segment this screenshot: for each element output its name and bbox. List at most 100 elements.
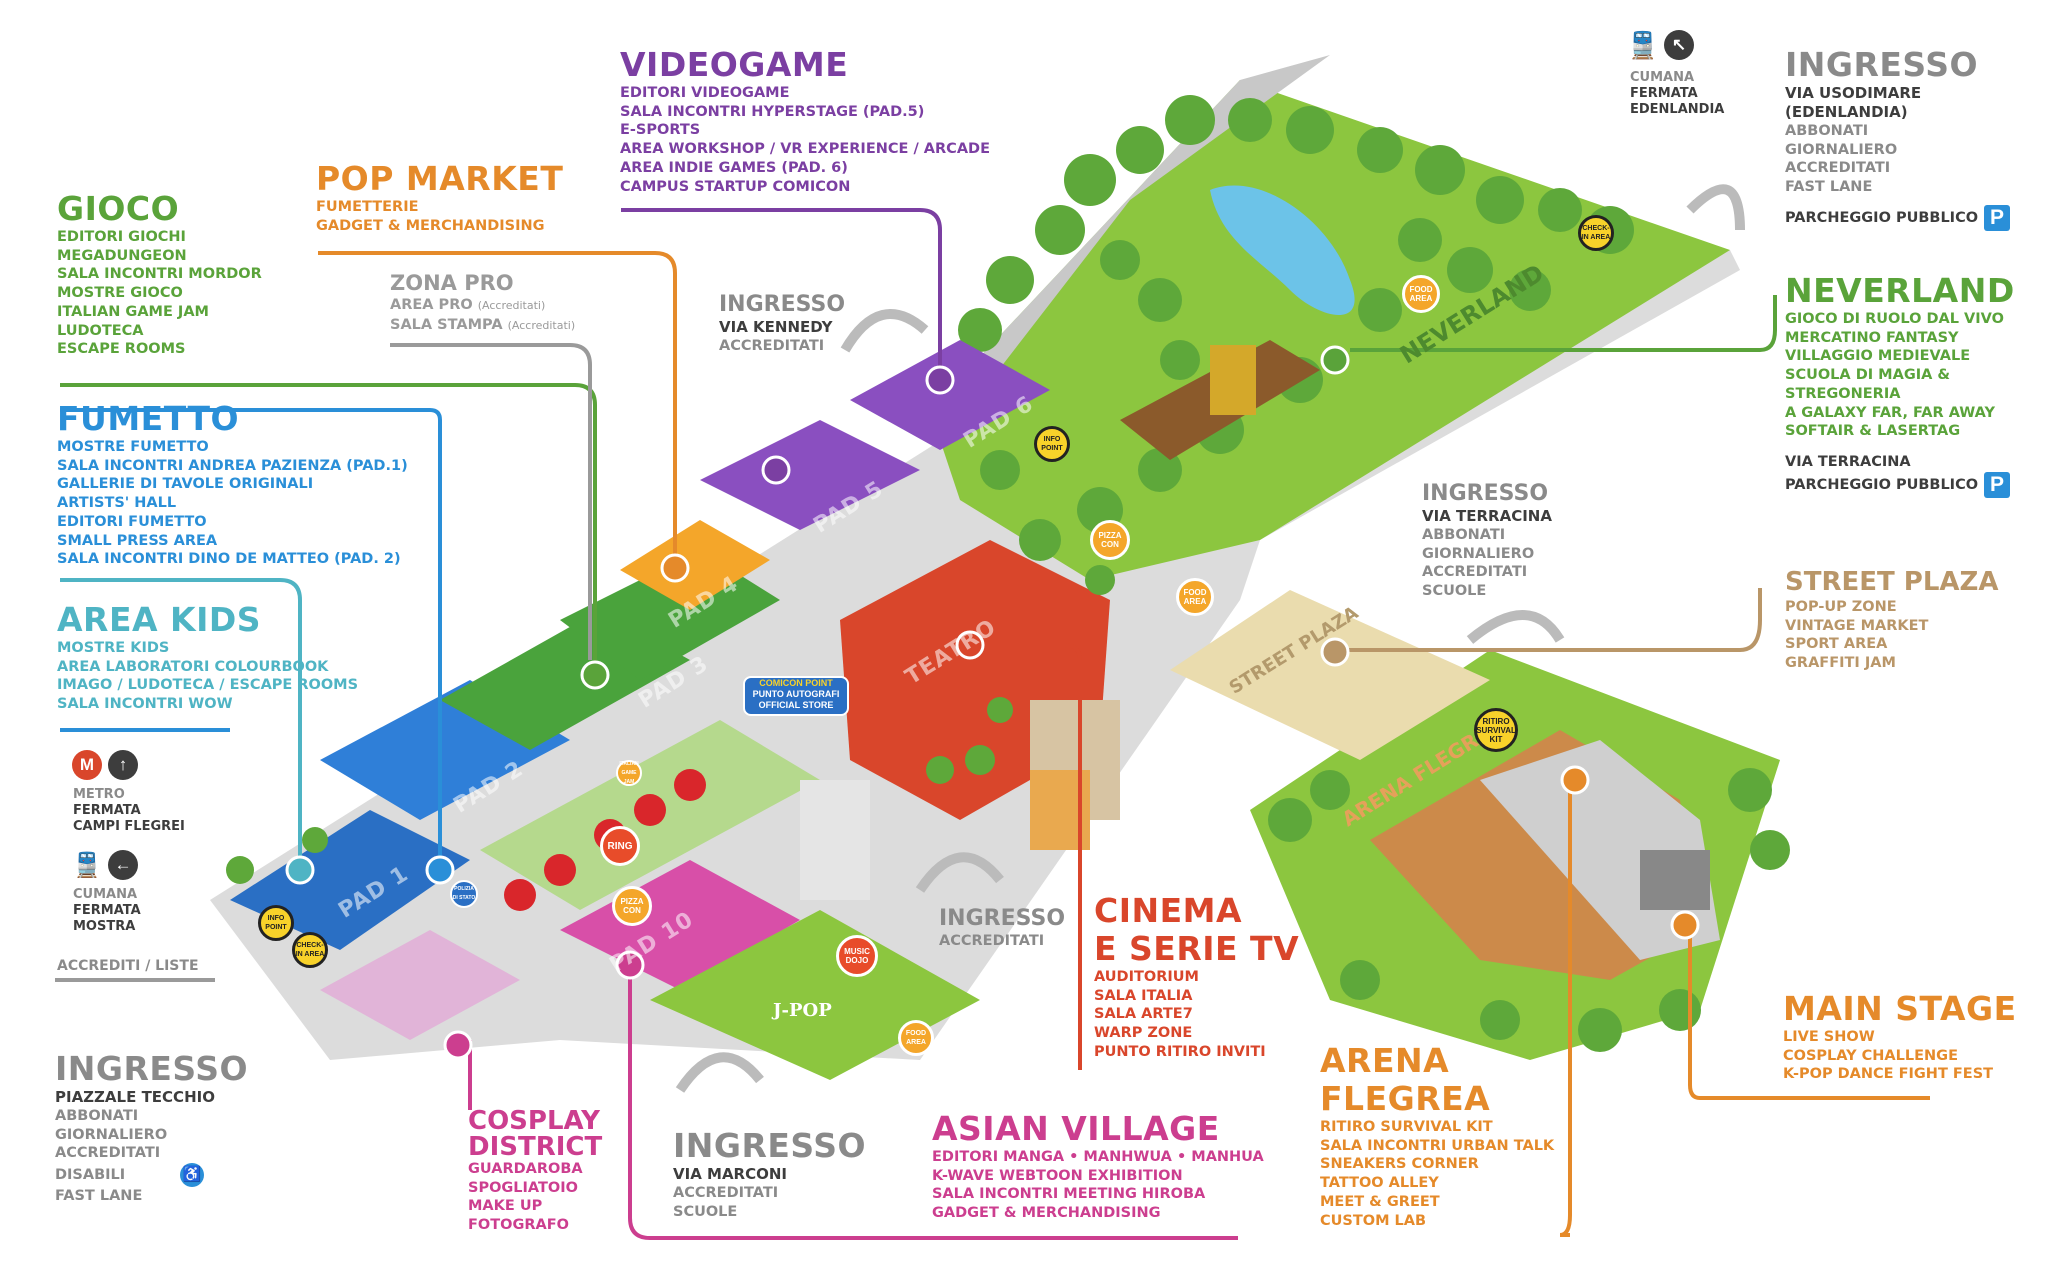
cumana-label: CUMANA: [1630, 70, 1695, 85]
list-item: ARTISTS' HALL: [57, 495, 177, 512]
list-item: MOSTRE FUMETTO: [57, 439, 209, 455]
list-item: GADGET & MERCHANDISING: [316, 217, 545, 234]
metro-block: METRO FERMATA CAMPI FLEGREI: [73, 787, 185, 835]
info-point-marker-1[interactable]: INFO POINT: [258, 905, 294, 941]
arrow-left-icon: ←: [108, 850, 138, 880]
street-trees: [226, 565, 1115, 884]
list-item: GADGET & MERCHANDISING: [932, 1205, 1161, 1222]
list-item: FAST LANE: [55, 1188, 143, 1205]
info-point-marker-2[interactable]: INFO POINT: [1034, 426, 1070, 462]
ingresso-usodimare-title: INGRESSO: [1785, 45, 1979, 84]
area-kids-block: AREA KIDS MOSTRE KIDS AREA LABORATORI CO…: [57, 601, 358, 714]
pad4-roof: [620, 520, 770, 610]
cumana-stop-name: EDENLANDIA: [1630, 102, 1725, 117]
check-in-marker-1[interactable]: CHECK-IN AREA: [292, 932, 328, 968]
list-item: SALA INCONTRI MORDOR: [57, 266, 262, 283]
pop-market-title: POP MARKET: [316, 159, 564, 198]
list-item: SALA INCONTRI HYPERSTAGE (PAD.5): [620, 103, 925, 120]
list-item: FAST LANE: [1785, 179, 1873, 196]
list-item: LUDOTECA: [57, 322, 144, 339]
list-item: VINTAGE MARKET: [1785, 617, 1929, 634]
ring-marker[interactable]: RING: [600, 826, 640, 866]
check-in-marker-2[interactable]: CHECK-IN AREA: [1578, 215, 1614, 251]
train-icon: 🚆: [72, 850, 102, 880]
list-item: GIORNALIERO: [1422, 545, 1535, 562]
area-kids-title: AREA KIDS: [57, 600, 262, 639]
terracina-parking-street: VIA TERRACINA: [1785, 454, 1911, 470]
videogame-title: VIDEOGAME: [620, 45, 849, 84]
food-area-marker-3[interactable]: FOOD AREA: [898, 1020, 934, 1056]
list-item: SCUOLA DI MAGIA & STREGONERIA: [1785, 367, 1951, 402]
train-icon: 🚆: [1626, 29, 1660, 60]
cumana-edenlandia-block: CUMANA FERMATA EDENLANDIA: [1630, 70, 1724, 118]
street-plaza-block: STREET PLAZA POP-UP ZONE VINTAGE MARKET …: [1785, 566, 1999, 673]
main-stage-block: MAIN STAGE LIVE SHOW COSPLAY CHALLENGE K…: [1783, 990, 2017, 1084]
ingresso-marconi-title: INGRESSO: [673, 1126, 867, 1165]
cumana-stop-name: MOSTRA: [73, 919, 136, 934]
music-dojo-marker[interactable]: MUSIC DOJO: [836, 935, 878, 977]
list-item: K-POP DANCE FIGHT FEST: [1783, 1066, 1994, 1083]
ingresso-usodimare-street: VIA USODIMARE (EDENLANDIA): [1785, 84, 1922, 121]
park-edge: [930, 55, 1330, 420]
list-item: SCUOLE: [673, 1203, 738, 1220]
entrance-arches: [675, 184, 1745, 1093]
neverland-block: NEVERLAND GIOCO DI RUOLO DAL VIVO MERCAT…: [1785, 272, 2048, 441]
wheelchair-icon: ♿: [180, 1163, 205, 1188]
parking-icon: P: [1984, 204, 2011, 231]
ingresso-accreditati-block: INGRESSO ACCREDITATI: [939, 906, 1065, 951]
polizia-marker[interactable]: POLIZIA DI STATO: [450, 880, 478, 908]
pop-market-block: POP MARKET FUMETTERIE GADGET & MERCHANDI…: [316, 160, 563, 235]
cosplay-title-1: COSPLAY: [468, 1106, 600, 1136]
fumetto-block: FUMETTO MOSTRE FUMETTO SALA INCONTRI AND…: [57, 400, 408, 569]
zona-pro-title: ZONA PRO: [390, 271, 514, 295]
food-area-marker-2[interactable]: FOOD AREA: [1176, 578, 1214, 616]
arena-title-2: FLEGREA: [1320, 1079, 1491, 1118]
list-item: FUMETTERIE: [316, 199, 419, 215]
list-item: SALA ITALIA: [1094, 987, 1193, 1004]
list-item: COSPLAY CHALLENGE: [1783, 1047, 1958, 1064]
list-item: SPORT AREA: [1785, 636, 1888, 653]
main-stage-title: MAIN STAGE: [1783, 989, 2017, 1028]
jpop-logo: J-POP: [773, 1000, 832, 1021]
list-item: A GALAXY FAR, FAR AWAY: [1785, 404, 1995, 421]
list-item: SALA STAMPA (Accreditati): [390, 316, 576, 333]
cosplay-district-block: COSPLAY DISTRICT GUARDAROBA SPOGLIATOIO …: [468, 1108, 602, 1235]
asian-village-title: ASIAN VILLAGE: [932, 1109, 1220, 1148]
metro-label: METRO: [73, 787, 125, 802]
food-area-marker-1[interactable]: FOOD AREA: [1402, 275, 1440, 313]
cumana-stop-label: FERMATA: [73, 903, 141, 918]
ingresso-marconi-block: INGRESSO VIA MARCONI ACCREDITATI SCUOLE: [673, 1127, 866, 1221]
parking-icon: P: [1984, 472, 2011, 498]
list-item: SALA INCONTRI ANDREA PAZIENZA (PAD.1): [57, 457, 408, 474]
accrediti-liste-label: ACCREDITI / LISTE: [57, 958, 199, 974]
list-item: EDITORI MANGA • MANHWUA • MANHUA: [932, 1149, 1264, 1165]
metro-icon: M: [72, 750, 102, 780]
survival-kit-marker[interactable]: RITIRO SURVIVAL KIT: [1474, 708, 1518, 752]
list-item: SOFTAIR & LASERTAG: [1785, 423, 1961, 440]
tower-building: [800, 780, 870, 900]
cosplay-ground: [320, 930, 520, 1040]
list-item: RITIRO SURVIVAL KIT: [1320, 1119, 1493, 1135]
list-item: AREA LABORATORI COLOURBOOK: [57, 658, 329, 675]
italian-game-jam-marker[interactable]: ITALIAN GAME JAM: [616, 760, 642, 786]
list-item: SCUOLE: [1422, 583, 1487, 600]
list-item: SALA INCONTRI DINO DE MATTEO (PAD. 2): [57, 551, 401, 568]
list-item: ESCAPE ROOMS: [57, 341, 186, 358]
ingresso-usodimare-block: INGRESSO VIA USODIMARE (EDENLANDIA) ABBO…: [1785, 46, 2048, 231]
list-item: EDITORI FUMETTO: [57, 513, 207, 530]
list-item: EDITORI GIOCHI: [57, 229, 186, 245]
list-item: AREA PRO (Accreditati): [390, 297, 546, 313]
pad6-roof: [850, 340, 1050, 450]
videogame-block: VIDEOGAME EDITORI VIDEOGAME SALA INCONTR…: [620, 46, 990, 196]
list-item: MAKE UP: [468, 1198, 543, 1215]
gioco-title: GIOCO: [57, 189, 180, 228]
fumetto-title: FUMETTO: [57, 399, 240, 438]
connector-lines: [55, 208, 1930, 1240]
pizza-con-marker-2[interactable]: PIZZA CON: [1090, 520, 1130, 560]
pizza-con-marker[interactable]: PIZZA CON: [612, 886, 652, 926]
list-item: GALLERIE DI TAVOLE ORIGINALI: [57, 476, 314, 493]
list-item: SNEAKERS CORNER: [1320, 1156, 1479, 1173]
list-item: GIOCO DI RUOLO DAL VIVO: [1785, 311, 2004, 327]
zona-pro-block: ZONA PRO AREA PRO (Accreditati) SALA STA…: [390, 270, 575, 335]
comicon-point-marker[interactable]: COMICON POINT PUNTO AUTOGRAFI OFFICIAL S…: [743, 676, 849, 716]
